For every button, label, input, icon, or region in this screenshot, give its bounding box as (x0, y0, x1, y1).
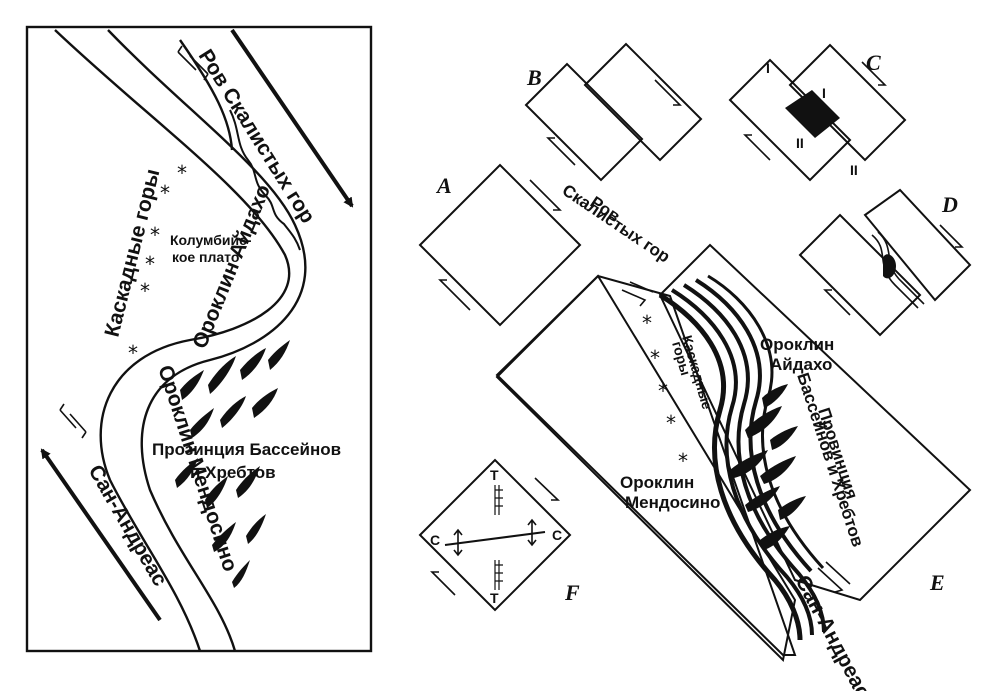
volcano-star-icon: * (658, 379, 668, 403)
panel-f-letter: F (564, 580, 580, 605)
panel-c-roman-2a: II (796, 135, 804, 151)
label-columbia-1: Колумбийс- (170, 232, 252, 248)
label-idaho: Ороклин Айдахо (188, 181, 275, 351)
panel-f-t-bottom: T (490, 590, 499, 606)
panel-e-shear-arrows (621, 281, 851, 593)
basin-range-ridges (175, 340, 290, 588)
panel-d (798, 188, 972, 337)
panel-a-letter: A (435, 173, 452, 198)
panel-c-roman-1a: I (766, 60, 770, 76)
volcano-star-icon: * (650, 346, 660, 370)
panel-f (418, 458, 572, 612)
volcano-star-icon: * (150, 223, 160, 247)
panel-d-letter: D (941, 192, 958, 217)
volcano-star-icon: * (128, 341, 138, 365)
label-e-idaho-1: Ороклин (760, 335, 834, 354)
san-andreas-motion-arrow (40, 448, 162, 622)
label-e-trench-2: Скалистых гор (559, 181, 674, 267)
panel-b (524, 42, 703, 182)
panel-c-roman-1b: I (822, 85, 826, 101)
panel-f-t-top: T (490, 467, 499, 483)
left-volcano-stars: * * * * * * (128, 161, 187, 365)
panel-e-letter: E (929, 570, 945, 595)
label-basin-range-2: и Хребтов (190, 463, 276, 482)
volcano-star-icon: * (177, 161, 187, 185)
volcano-star-icon: * (160, 181, 170, 205)
panel-b-letter: B (526, 65, 542, 90)
orocline-band-inner (107, 29, 307, 652)
panel-c (728, 43, 907, 182)
panel-e-block-frame (495, 274, 797, 663)
volcano-star-icon: * (666, 411, 676, 435)
panel-c-letter: C (866, 50, 881, 75)
orocline-band-outer (54, 29, 291, 652)
shear-arrow-top (177, 45, 209, 81)
label-e-mendocino-1: Ороклин (620, 473, 694, 492)
volcano-star-icon: * (678, 449, 688, 473)
shear-arrow-bottom (59, 403, 87, 439)
volcano-star-icon: * (145, 252, 155, 276)
label-e-basin-2: Бассейнов и Хребтов (793, 370, 867, 549)
panel-a (418, 163, 582, 327)
panel-e-volcano-stars: * * * * * (642, 311, 688, 473)
panel-f-c-right: C (552, 527, 562, 543)
label-e-idaho-2: Айдахо (770, 355, 832, 374)
label-basin-range-1: Прозинция Бассейнов (152, 440, 341, 459)
panel-e-basin-ridges (730, 384, 806, 550)
volcano-star-icon: * (642, 311, 652, 335)
trench-motion-arrow (230, 28, 354, 208)
label-e-mendocino-2: Мендосино (625, 493, 720, 512)
panel-c-roman-2b: II (850, 162, 858, 178)
volcano-star-icon: * (140, 279, 150, 303)
label-e-san-andreas: Сан-Андреас (791, 572, 875, 691)
panel-f-c-left: C (430, 532, 440, 548)
trench-line (229, 109, 301, 251)
left-map (25, 25, 373, 653)
label-columbia-2: кое плато (172, 249, 239, 265)
